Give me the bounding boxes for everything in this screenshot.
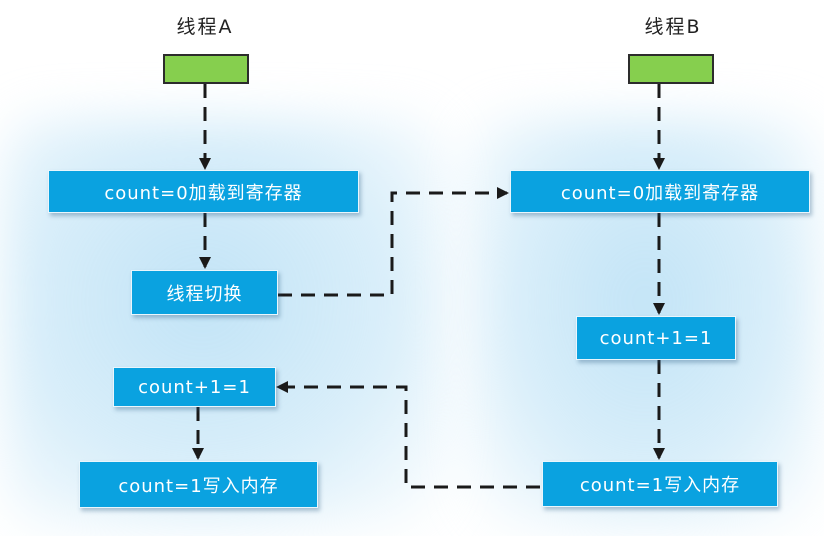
thread-b-label: 线程B: [644, 16, 702, 38]
thread-b-write-step: count=1写入内存: [542, 461, 778, 507]
thread-a-label: 线程A: [176, 16, 234, 38]
thread-b-increment-step: count+1=1: [576, 316, 736, 360]
thread-a-load-step: count=0加载到寄存器: [48, 170, 359, 213]
arrow-b-write-to-a-incr: [276, 381, 540, 489]
thread-b-load-step: count=0加载到寄存器: [510, 170, 810, 213]
arrow-switch-to-b-load: [278, 187, 509, 297]
thread-b-start-block: [628, 54, 714, 84]
thread-a-write-step: count=1写入内存: [79, 461, 318, 508]
thread-a-switch-step: 线程切换: [131, 270, 278, 315]
thread-a-increment-step: count+1=1: [113, 367, 276, 407]
thread-a-start-block: [163, 54, 249, 84]
